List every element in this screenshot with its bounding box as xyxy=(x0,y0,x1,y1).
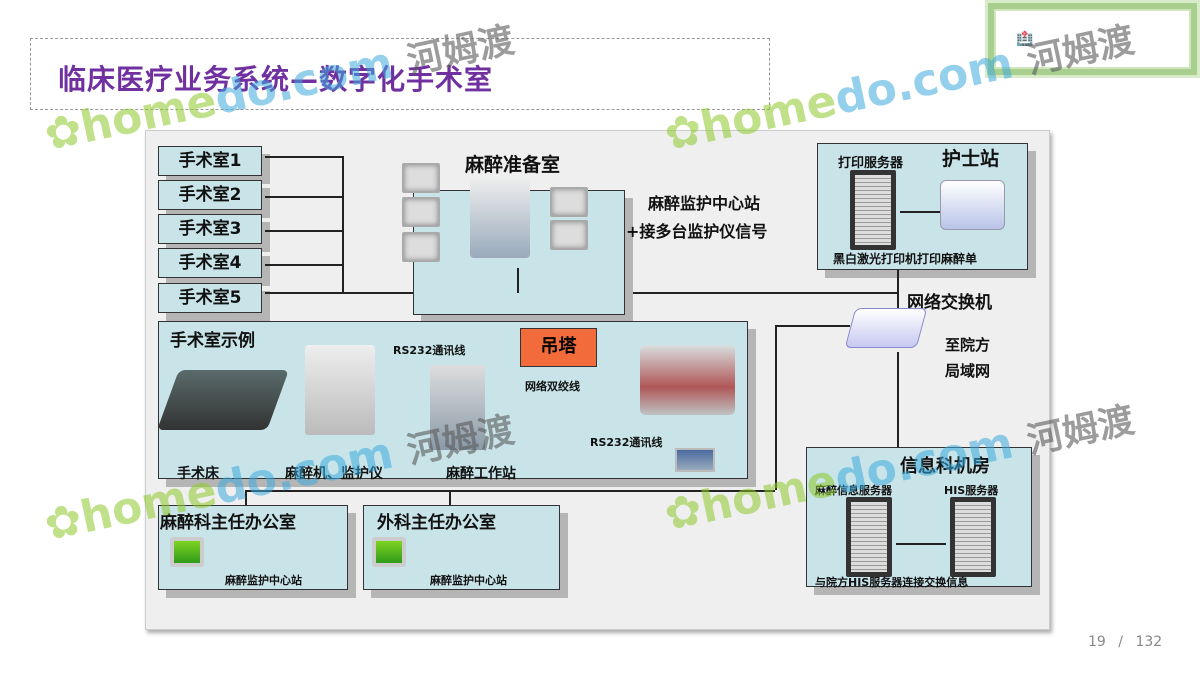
bed-label: 手术床 xyxy=(177,466,219,482)
connector xyxy=(265,264,342,266)
network-switch-icon xyxy=(844,308,928,348)
twisted-pair-label: 网络双绞线 xyxy=(525,380,580,393)
connector xyxy=(245,490,775,492)
bidirectional-arrow xyxy=(896,543,946,545)
office-title-2: 外科主任办公室 xyxy=(377,513,496,533)
office-station-1: 麻醉监护中心站 xyxy=(225,574,302,587)
monitor-icon xyxy=(550,220,588,250)
print-server-label: 打印服务器 xyxy=(838,156,904,171)
monitor-icon xyxy=(550,187,588,217)
workstation-label: 麻醉工作站 xyxy=(446,466,516,482)
anesthesia-server-label: 麻醉信息服务器 xyxy=(815,484,892,497)
anesthesia-workstation-icon xyxy=(430,365,485,450)
connector xyxy=(245,490,247,505)
or-example-title: 手术室示例 xyxy=(170,331,255,351)
arrow xyxy=(900,211,940,213)
printer-icon xyxy=(940,180,1005,230)
page-title: 临床医疗业务系统—数字化手术室 xyxy=(58,63,494,96)
monitor-icon xyxy=(402,197,440,227)
print-server-icon xyxy=(850,170,896,250)
prep-note-2: +接多台监护仪信号 xyxy=(626,222,768,241)
connector xyxy=(897,270,899,310)
connector xyxy=(342,156,344,292)
connector xyxy=(449,490,451,505)
connector xyxy=(265,196,342,198)
prep-room-title: 麻醉准备室 xyxy=(465,154,561,176)
rs232-label-top: RS232通讯线 xyxy=(393,344,466,357)
rs232-label-bottom: RS232通讯线 xyxy=(590,436,663,449)
switch-note-2: 局域网 xyxy=(945,362,991,380)
page-separator: / xyxy=(1118,634,1123,650)
switch-title: 网络交换机 xyxy=(907,293,992,313)
page-current: 19 xyxy=(1088,634,1106,650)
page-total: 132 xyxy=(1135,634,1163,650)
connector xyxy=(517,268,519,293)
computer-icon xyxy=(372,537,406,567)
connector xyxy=(897,352,899,447)
operating-bed-icon xyxy=(157,370,289,430)
operating-room-4: 手术室4 xyxy=(158,248,262,278)
computer-icon xyxy=(170,537,204,567)
connector xyxy=(265,156,342,158)
hospital-logo: 🏥 xyxy=(985,0,1200,78)
his-server-label: HIS服务器 xyxy=(944,484,999,497)
switch-note-1: 至院方 xyxy=(945,336,991,354)
page-indicator: 19 / 132 xyxy=(1088,634,1162,650)
medical-equipment-icon xyxy=(640,345,735,415)
operating-room-1: 手术室1 xyxy=(158,146,262,176)
office-title-1: 麻醉科主任办公室 xyxy=(160,513,296,533)
nurse-caption: 黑白激光打印机打印麻醉单 xyxy=(833,252,978,266)
operating-room-2: 手术室2 xyxy=(158,180,262,210)
anesthesia-machine-icon xyxy=(305,345,375,435)
connector xyxy=(265,230,342,232)
info-room-caption: 与院方HIS服务器连接交换信息 xyxy=(815,576,969,589)
title-frame xyxy=(30,38,770,110)
workstation-cart-icon xyxy=(470,178,530,258)
operating-room-3: 手术室3 xyxy=(158,214,262,244)
connector xyxy=(775,325,777,490)
prep-note-1: 麻醉监护中心站 xyxy=(648,194,761,213)
operating-room-5: 手术室5 xyxy=(158,283,262,313)
anesthesia-server-icon xyxy=(846,497,892,577)
monitor-icon xyxy=(402,163,440,193)
nurse-station-title: 护士站 xyxy=(942,148,1000,170)
info-room-title: 信息科机房 xyxy=(900,456,990,477)
monitor-icon xyxy=(402,232,440,262)
ceiling-tower-box: 吊塔 xyxy=(520,328,597,367)
office-station-2: 麻醉监护中心站 xyxy=(430,574,507,587)
laptop-icon xyxy=(675,448,715,472)
connector xyxy=(775,325,850,327)
his-server-icon xyxy=(950,497,996,577)
anesthesia-machine-label: 麻醉机、监护仪 xyxy=(285,466,383,482)
